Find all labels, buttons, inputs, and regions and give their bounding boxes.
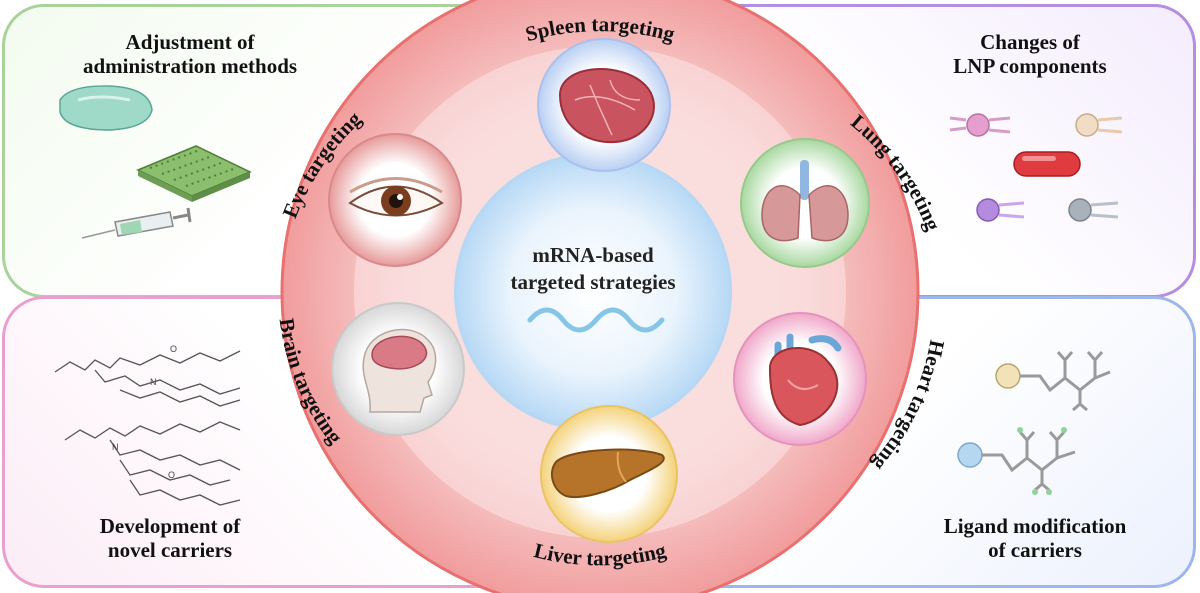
eye-bubble [328,133,462,267]
title-line-1: Adjustment of [125,30,255,54]
center-title-line-2: targeted strategies [510,270,675,294]
lipid-pink-icon [949,113,1011,137]
quadrant-title-administration: Adjustment of administration methods [40,30,340,78]
title-line-1: Ligand modification [943,514,1127,538]
brain-bubble [331,302,465,436]
mrna-wave-icon [527,307,665,333]
lipid-gray-icon [1068,198,1119,222]
spleen-bubble [537,38,671,172]
title-line-2: LNP components [953,54,1107,78]
center-title-line-1: mRNA-based [532,243,654,267]
lipid-structure-2-icon: N O [64,421,241,506]
title-line-2: novel carriers [107,538,233,562]
quadrant-title-ligand: Ligand modification of carriers [890,514,1180,562]
brain-icon [362,328,437,413]
lung-icon [761,160,849,242]
svg-text:N: N [150,377,157,387]
title-line-1: Development of [99,514,241,538]
syringe-icon [81,207,192,239]
liver-bubble [540,405,678,543]
hydrogel-icon [59,85,153,131]
quadrant-title-lnp: Changes of LNP components [900,30,1160,78]
microneedle-patch-icon [136,145,252,202]
svg-text:O: O [170,344,177,354]
title-line-1: Changes of [980,30,1080,54]
lipid-structure-1-icon: O N [54,344,241,407]
lipid-purple-icon [976,198,1025,222]
lung-bubble [740,138,870,268]
ligand-carrier-1-icon [995,351,1111,412]
svg-text:O: O [168,470,175,480]
center-circle: mRNA-based targeted strategies [454,153,732,431]
heart-icon [768,333,842,427]
liver-icon [550,448,665,498]
svg-text:N: N [112,442,119,452]
lnp-capsule-icon [1013,151,1081,177]
title-line-2: administration methods [82,54,298,78]
title-line-2: of carriers [988,538,1082,562]
quadrant-title-carriers: Development of novel carriers [40,514,300,562]
heart-bubble [733,312,867,446]
spleen-icon [558,68,655,144]
ligand-carrier-2-icon [957,427,1076,495]
eye-icon [348,177,444,217]
lipid-beige-icon [1075,113,1123,137]
